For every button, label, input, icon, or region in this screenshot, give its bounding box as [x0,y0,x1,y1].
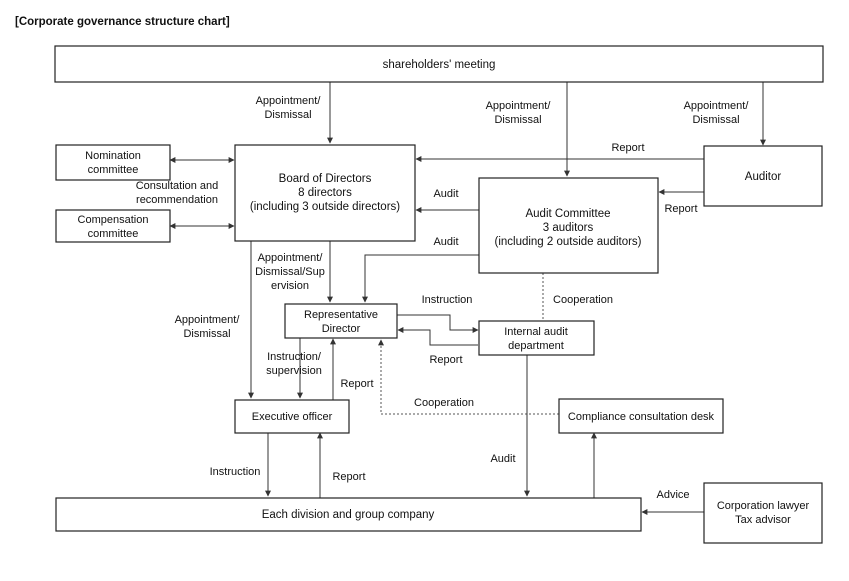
audit-committee-label-2: 3 auditors [543,222,594,234]
compensation-label-2: committee [88,228,139,240]
label-instruction-rep-ia: Instruction [422,294,473,306]
nomination-box [55,144,171,181]
label-appt-dismissal-3b: Dismissal [692,114,739,126]
label-appt-dismissal-exec-2: Dismissal [183,328,230,340]
auditor-label: Auditor [745,171,782,183]
label-advice: Advice [656,489,689,501]
board-label-3: (including 3 outside directors) [250,201,400,213]
label-consultation-2: recommendation [136,194,218,206]
auditor-box [703,145,823,207]
division-box [55,497,642,532]
compensation-label-1: Compensation [78,214,149,226]
compliance-box [558,398,724,434]
label-appt-sup-2: Dismissal/Sup [255,266,325,278]
audit-committee-box [478,177,659,274]
label-report-ia-rep: Report [429,354,462,366]
label-audit-ac-rep: Audit [433,236,458,248]
lawyer-box [703,482,823,544]
label-appt-sup-1: Appointment/ [258,252,324,264]
lawyer-label-1: Corporation lawyer [717,500,810,512]
exec-officer-label: Executive officer [252,411,333,423]
label-cooperation-ac-ia: Cooperation [553,294,613,306]
label-appt-dismissal-1b: Dismissal [264,109,311,121]
lawyer-label-2: Tax advisor [735,514,791,526]
label-instruction-sup-1: Instruction/ [267,351,322,363]
shareholders-box [54,45,824,83]
board-label-2: 8 directors [298,187,352,199]
rep-director-box [284,303,398,339]
rep-director-label-2: Director [322,323,361,335]
label-cooperation-compliance: Cooperation [414,397,474,409]
label-appt-dismissal-2a: Appointment/ [486,100,552,112]
division-label: Each division and group company [262,509,435,521]
chart-title: [Corporate governance structure chart] [15,16,230,28]
label-report-div-exec: Report [332,471,365,483]
arrow-rep-internal-audit [397,314,479,333]
label-appt-dismissal-3a: Appointment/ [684,100,750,112]
label-appt-dismissal-exec-1: Appointment/ [175,314,241,326]
internal-audit-box [478,320,595,356]
label-instruction-exec-div: Instruction [210,466,261,478]
compensation-box [55,209,171,243]
label-appt-dismissal-2b: Dismissal [494,114,541,126]
label-audit-ia-div: Audit [490,453,515,465]
internal-audit-label-2: department [508,340,564,352]
label-report-auditor-board: Report [611,142,644,154]
audit-committee-label-1: Audit Committee [525,208,610,220]
label-audit-ac-board: Audit [433,188,458,200]
shareholders-label: shareholders' meeting [383,59,496,71]
nomination-label-2: committee [88,164,139,176]
rep-director-label-1: Representative [304,309,378,321]
compliance-label: Compliance consultation desk [568,411,715,423]
label-consultation-1: Consultation and [136,180,219,192]
label-appt-dismissal-1a: Appointment/ [256,95,322,107]
arrow-internal-audit-rep [397,327,478,346]
dashed-compliance-rep [378,339,559,415]
label-instruction-sup-2: supervision [266,365,322,377]
label-appt-sup-3: ervision [271,280,309,292]
arrow-audit-committee-rep [362,254,479,303]
board-box [234,144,416,242]
nomination-label-1: Nomination [85,150,141,162]
board-label-1: Board of Directors [279,173,372,185]
audit-committee-label-3: (including 2 outside auditors) [494,236,641,248]
label-report-ac-auditor: Report [664,203,697,215]
exec-officer-box [234,399,350,434]
label-report-exec-rep: Report [340,378,373,390]
internal-audit-label-1: Internal audit [504,326,568,338]
